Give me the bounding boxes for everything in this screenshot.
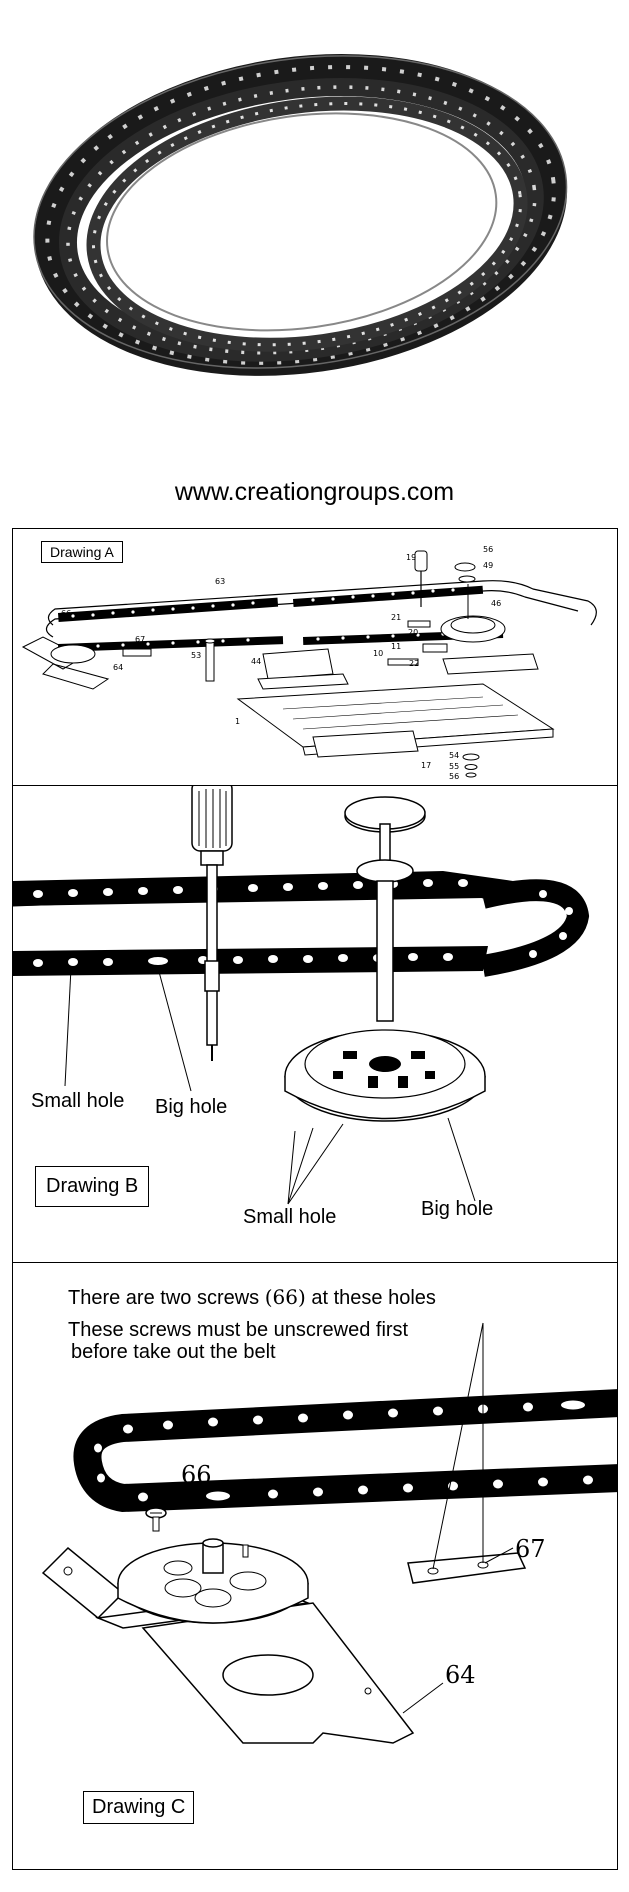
part-67-label: 67: [515, 1535, 546, 1563]
part-label: 67: [135, 635, 146, 644]
drawing-b-belt-pulley: [13, 786, 590, 1205]
part-label: 63: [215, 577, 226, 586]
part-label: 55: [449, 762, 460, 771]
part-label: 1: [235, 717, 241, 726]
part-label: 21: [391, 613, 402, 622]
drawing-c-title: Drawing C: [83, 1791, 195, 1824]
part-64-label: 64: [445, 1661, 476, 1689]
belt-photo: [0, 0, 629, 470]
small-hole-label-bottom: Small hole: [243, 1206, 337, 1228]
drawing-a-panel: Drawing A 19 56 49 63 66 46 21 20 67 53 …: [12, 528, 618, 786]
part-label: 22: [409, 659, 420, 668]
part-label: 17: [421, 761, 432, 770]
instruction-line-1: There are two screws (66) at these holes: [68, 1285, 436, 1310]
part-label: 10: [373, 649, 384, 658]
part-label: 11: [391, 642, 402, 651]
drawing-b-title: Drawing B: [35, 1166, 150, 1207]
part-label: 56: [483, 545, 494, 554]
instruction-line-1-prefix: There are two screws: [68, 1287, 265, 1309]
drawing-a-exploded-view: [21, 550, 597, 778]
instruction-line-1-suffix: at these holes: [305, 1287, 436, 1309]
drawing-c-pulley-removal: [41, 1322, 617, 1744]
instruction-line-3: before take out the belt: [71, 1341, 276, 1363]
drawing-b-panel: Small hole Big hole Drawing B Small hole…: [12, 785, 618, 1263]
part-label: 46: [491, 599, 502, 608]
part-label: 49: [483, 561, 494, 570]
drawing-c-panel: There are two screws (66) at these holes…: [12, 1262, 618, 1870]
part-label: 20: [408, 628, 419, 637]
big-hole-label-bottom: Big hole: [421, 1198, 494, 1220]
big-hole-label-left: Big hole: [155, 1096, 228, 1118]
small-hole-label-left: Small hole: [31, 1090, 125, 1112]
part-label: 53: [191, 651, 202, 660]
part-66-label: 66: [181, 1461, 212, 1489]
part-label: 44: [251, 657, 262, 666]
instruction-line-1-part: (66): [264, 1285, 306, 1309]
part-label: 54: [449, 751, 460, 760]
belt-coil-graphic: [33, 54, 568, 376]
part-label: 56: [449, 772, 460, 781]
part-label: 64: [113, 663, 124, 672]
drawing-a-title: Drawing A: [41, 541, 123, 563]
part-label: 19: [406, 553, 417, 562]
website-url: www.creationgroups.com: [174, 478, 455, 506]
part-label: 66: [61, 609, 72, 618]
instruction-line-2: These screws must be unscrewed first: [68, 1319, 409, 1341]
